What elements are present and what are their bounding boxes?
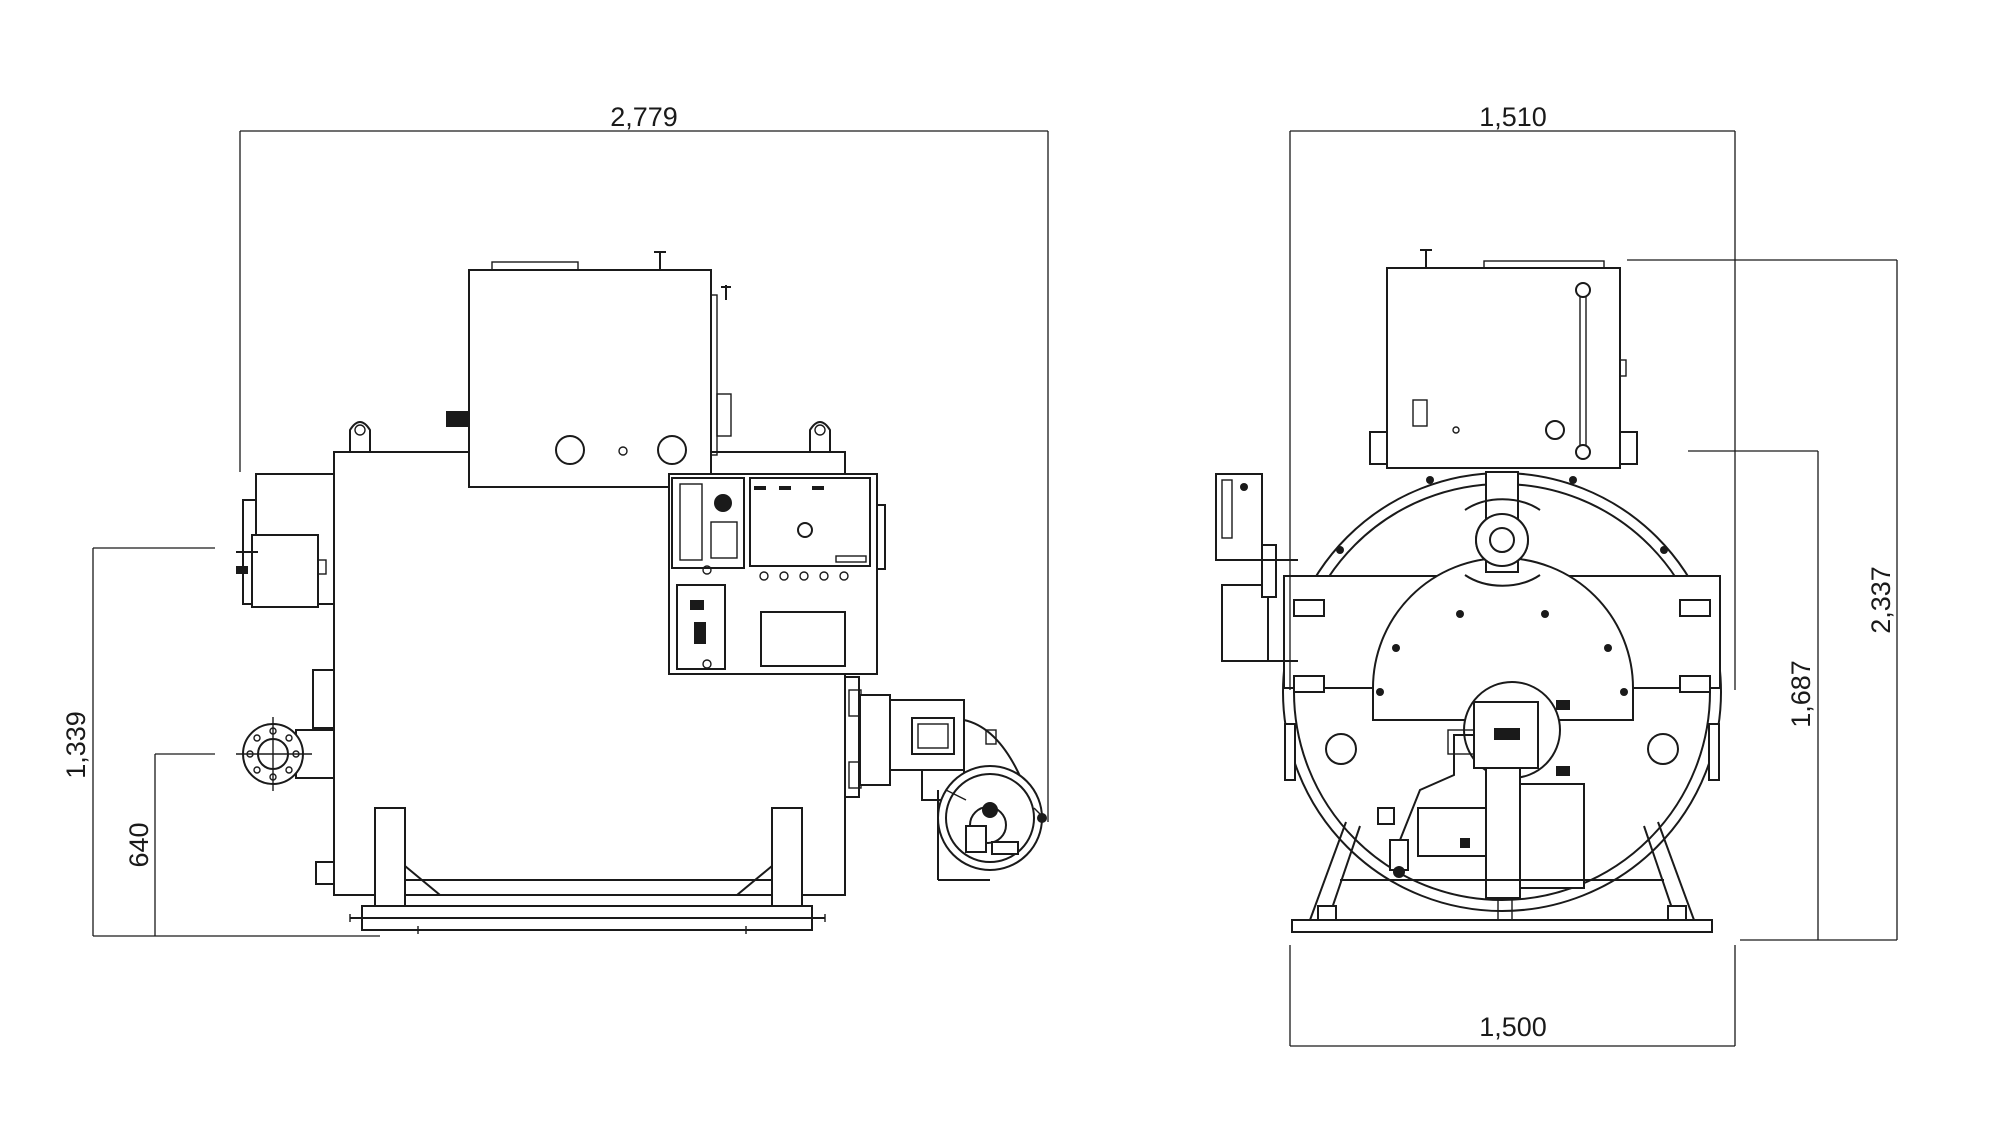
front-dimensions: 1,510 1,500 2,337 1,687 [1289, 102, 1898, 1047]
front-burner-gas-train [1417, 807, 1487, 857]
front-view [1215, 249, 1722, 933]
front-inspection-hole-right [1647, 733, 1679, 765]
front-skid-base [1291, 919, 1713, 933]
side-panel-display [760, 611, 846, 667]
front-burner-tube [1485, 767, 1521, 899]
dim-side-pipe-height: 1,339 [61, 711, 91, 779]
side-left-box [251, 534, 319, 608]
side-top-hatch [491, 261, 579, 271]
side-dimensions: 2,779 1,339 640 [61, 102, 1049, 937]
side-steam-chest [468, 269, 712, 488]
front-thermometer [1412, 399, 1428, 427]
front-burner-box [1473, 701, 1539, 769]
dim-front-axis-height: 1,687 [1786, 660, 1816, 728]
front-hinge-3 [1679, 599, 1711, 617]
front-leg-right [1657, 821, 1695, 921]
side-lifting-lug-right [809, 421, 831, 453]
front-burner-pipe [1399, 734, 1474, 841]
side-valve-block [446, 411, 468, 427]
side-panel-meter-box [671, 477, 745, 569]
front-hinge-4 [1679, 675, 1711, 693]
side-burner-flange [859, 694, 891, 786]
side-panel-upper-right [749, 477, 871, 567]
dim-side-flange-height: 640 [124, 822, 154, 867]
side-panel-handle [876, 504, 886, 570]
dim-side-length: 2,779 [610, 102, 678, 132]
front-pressure-gauge [1545, 420, 1565, 440]
front-hinge-1 [1293, 599, 1325, 617]
side-lifting-lug-left [349, 421, 371, 453]
front-leg-left [1309, 821, 1347, 921]
side-drain-stub [315, 861, 335, 885]
front-side-controller [1221, 584, 1269, 662]
dim-front-base-width: 1,500 [1479, 1012, 1547, 1042]
side-small-port [618, 446, 628, 456]
dim-front-top-width: 1,510 [1479, 102, 1547, 132]
side-burner-plate [844, 676, 860, 798]
front-inspection-hole-left [1325, 733, 1357, 765]
side-water-stub [312, 669, 335, 729]
side-chest-pipe [710, 294, 718, 456]
side-skid-leg-right [771, 807, 803, 907]
side-gauge-port-2 [657, 435, 687, 465]
front-top-hatch [1483, 260, 1605, 269]
side-view [236, 251, 1047, 934]
front-hinge-2 [1293, 675, 1325, 693]
side-gauge-port-1 [555, 435, 585, 465]
front-steam-chest [1386, 267, 1621, 469]
dim-front-overall-height: 2,337 [1866, 566, 1896, 634]
side-skid-leg-left [374, 807, 406, 907]
front-burner-motor [1519, 783, 1585, 889]
front-side-panel [1215, 473, 1263, 561]
